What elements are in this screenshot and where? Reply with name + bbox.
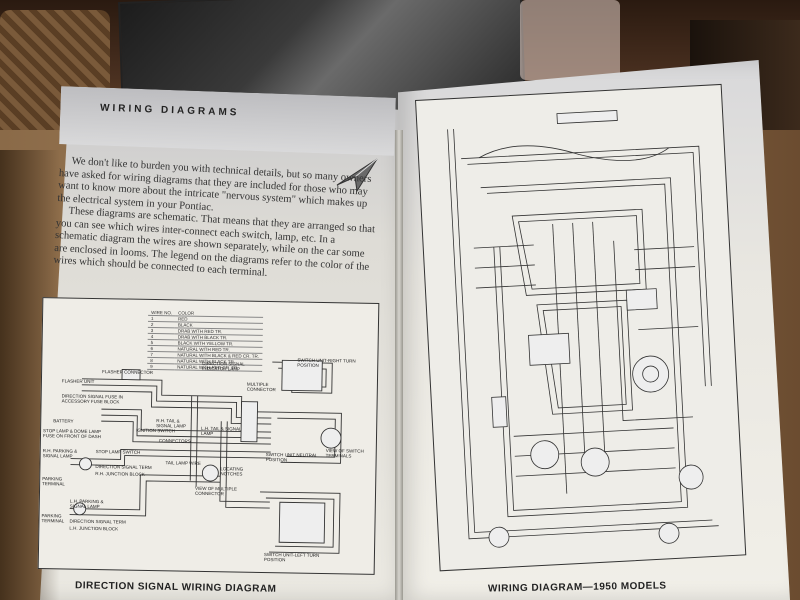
- wiring-diagram-1950: [415, 83, 747, 572]
- book-spine: [395, 130, 403, 600]
- diagram-label: DIRECTION SIGNAL TERM: [95, 464, 152, 471]
- diagram-label: DIRECTION SIGNAL TERM: [69, 518, 126, 525]
- diagram-label: MULTIPLE CONNECTOR: [246, 381, 276, 393]
- diagram-label: DIRECTION SIGNAL FUSE IN ACCESSORY FUSE …: [61, 393, 124, 405]
- diagram-label: PARKING TERMINAL: [42, 476, 65, 487]
- diagram-label: TAIL LAMP WIRE: [165, 460, 202, 466]
- diagram-label: FLASHER CONNECTOR: [102, 369, 154, 376]
- diagram-label: LOCATING NOTCHES: [220, 466, 244, 477]
- diagram-label: PARKING TERMINAL: [41, 513, 65, 524]
- diagram-label: SWITCH UNIT-RIGHT TURN POSITION: [297, 357, 356, 368]
- direction-signal-wiring-schematic: [69, 359, 342, 554]
- diagram-label: STOP LAMP SWITCH: [95, 449, 141, 455]
- diagram-label: IGNITION SWITCH: [136, 427, 176, 434]
- diagram-label: L.H. TAIL & SIGNAL LAMP: [201, 425, 242, 437]
- diagram-label: R.H. JUNCTION BLOCK: [95, 471, 145, 477]
- diagram-label: R.H. TAIL & SIGNAL LAMP: [156, 418, 187, 429]
- diagram-label: R.H. PARKING & SIGNAL LAMP: [42, 448, 78, 459]
- header-band: [59, 86, 396, 156]
- diagram-label: STOP LAMP & DOME LAMP FUSE ON FRONT OF D…: [42, 428, 102, 440]
- diagram-label: VIEW OF MULTIPLE CONNECTOR: [194, 485, 238, 497]
- diagram-label: VIEW OF SWITCH TERMINALS: [325, 448, 364, 459]
- diagram-label: FLASHER UNIT: [61, 378, 95, 385]
- plastic-package: [520, 0, 620, 80]
- arrowhead-logo-icon: [336, 158, 378, 193]
- diagram-label: CONNECTORS: [158, 438, 191, 444]
- diagram-label: L.H. JUNCTION BLOCK: [69, 525, 119, 532]
- diagram-label: BATTERY: [53, 418, 74, 424]
- diagram-label: L.H. PARKING & SIGNAL LAMP: [69, 498, 104, 510]
- intro-text: We don't like to burden you with technic…: [53, 155, 379, 287]
- diagram-label: SWITCH UNIT-LEFT TURN POSITION: [263, 551, 320, 563]
- diagram-label: SWITCH UNIT NEUTRAL POSITION: [265, 452, 318, 463]
- diagram-label: DIRECTION SIGNAL INDICATOR LAMP: [202, 360, 245, 372]
- wiring-schematic-1950: [447, 110, 719, 548]
